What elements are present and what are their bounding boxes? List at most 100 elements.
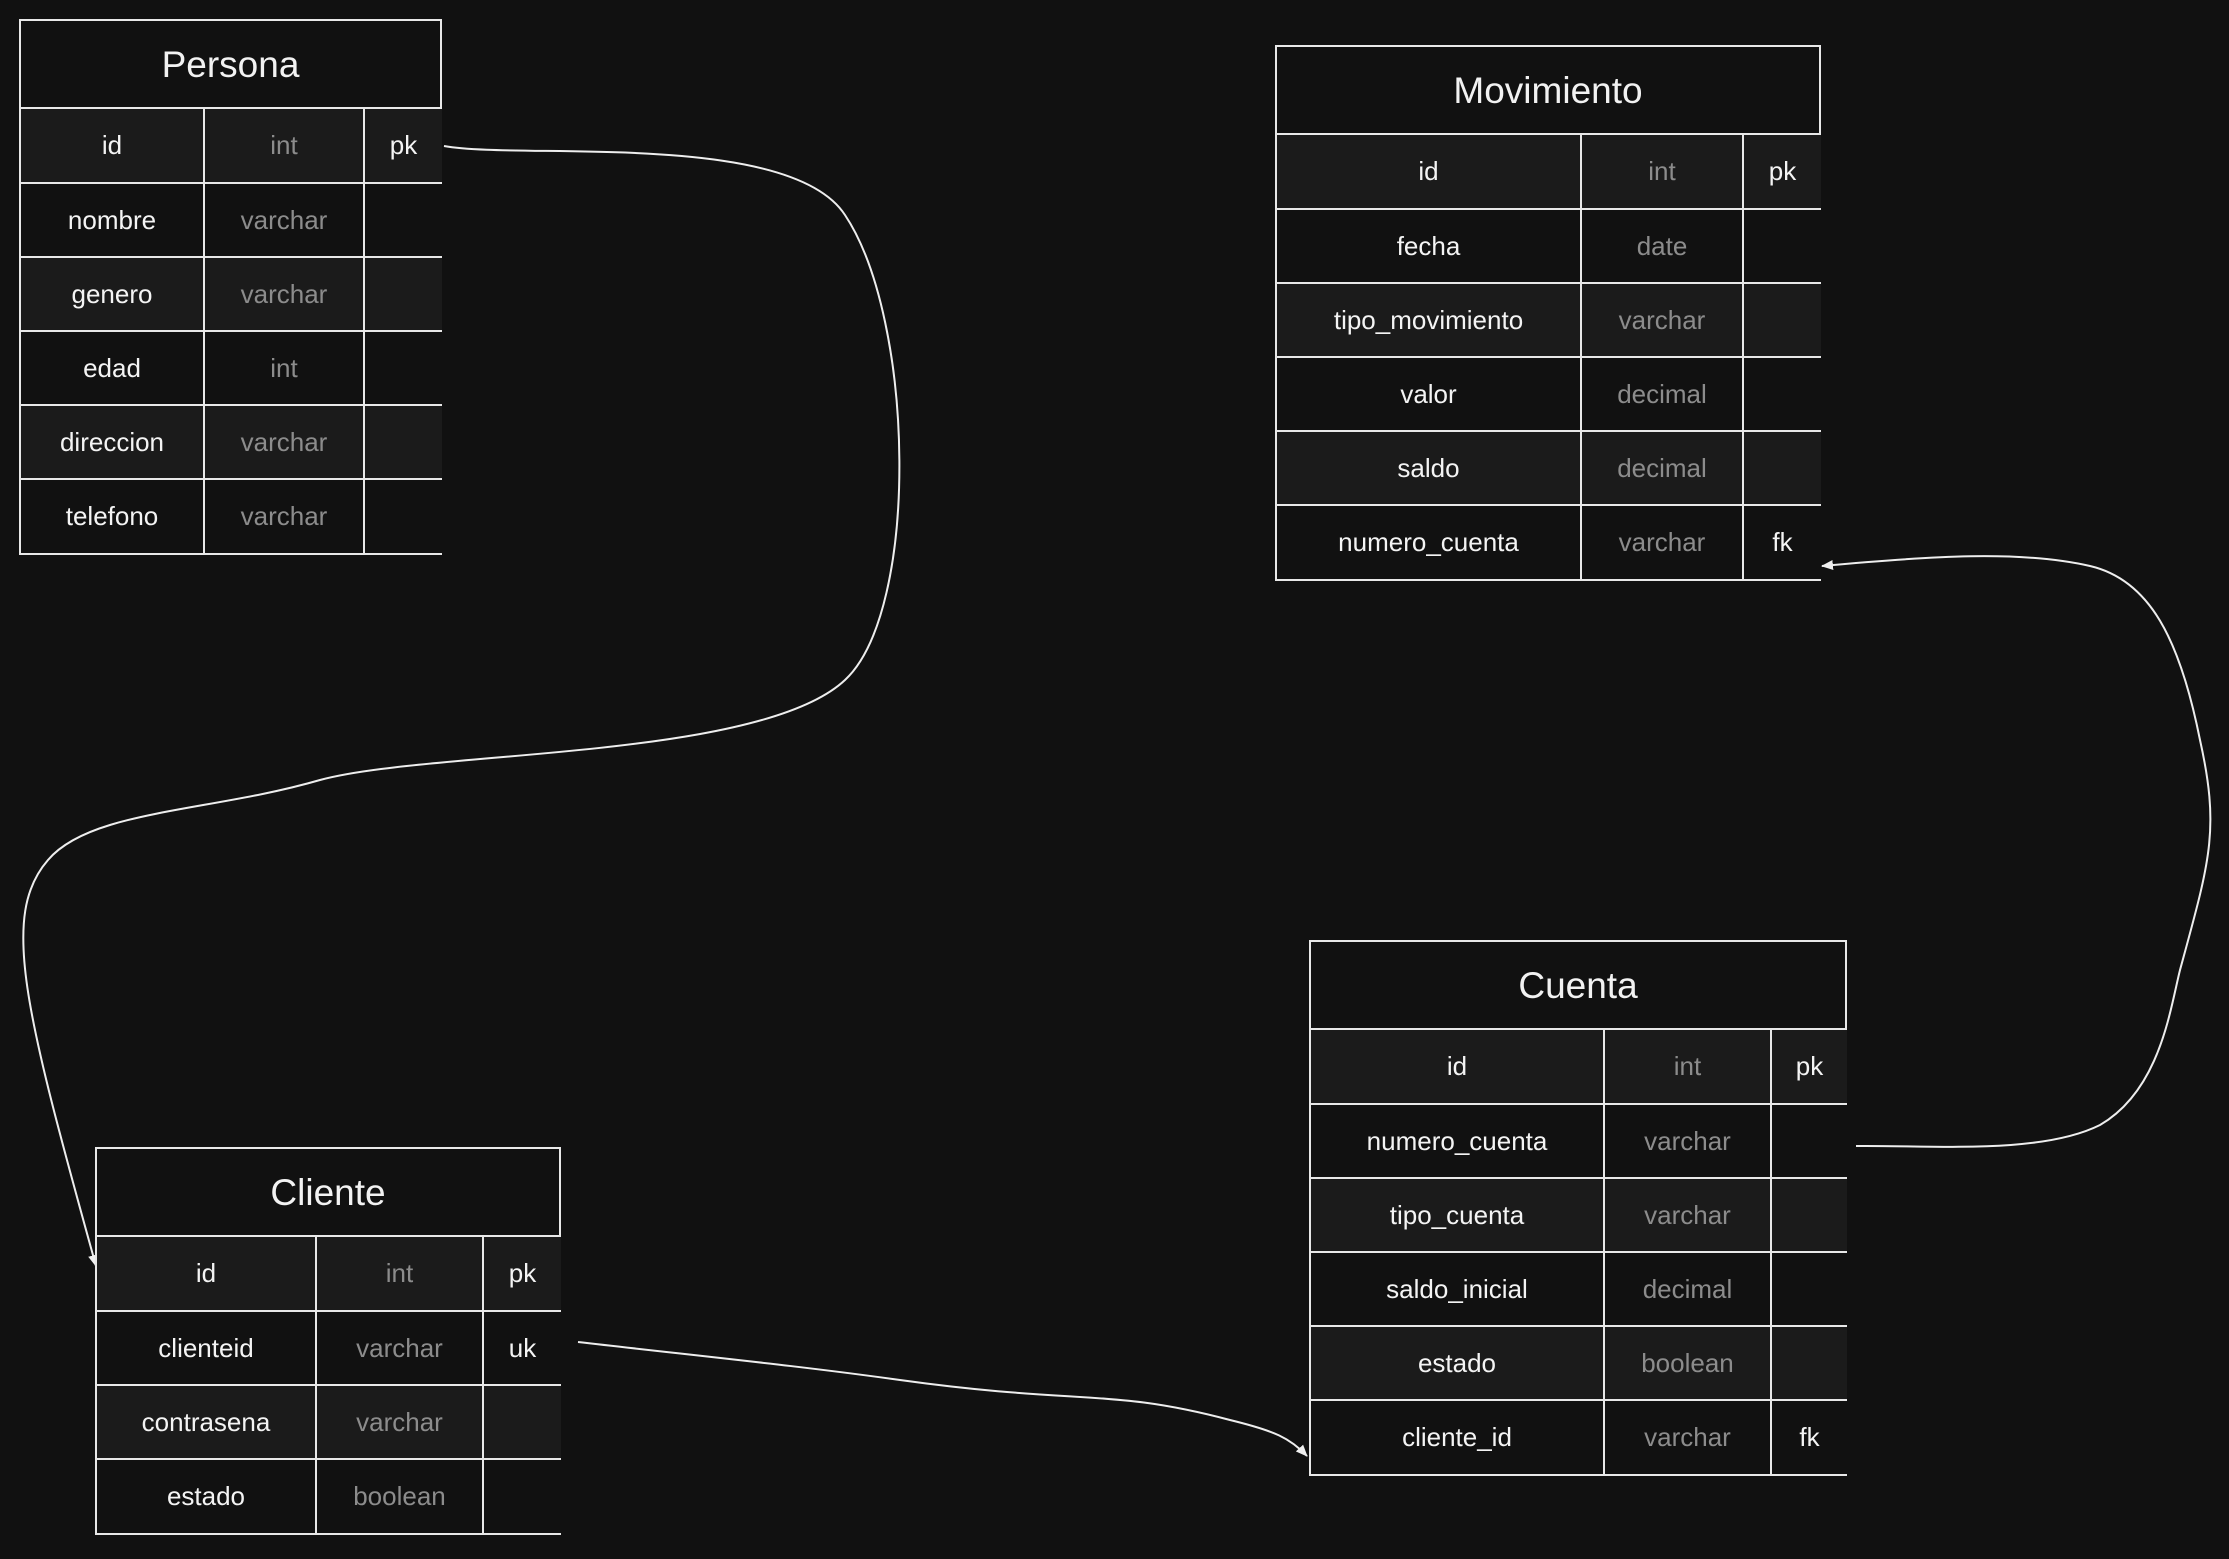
attribute-row: cliente_id varchar fk [1311,1400,1847,1474]
attribute-row: numero_cuenta varchar fk [1277,505,1821,579]
attribute-name: fecha [1277,209,1582,284]
attribute-type: boolean [1604,1326,1772,1401]
attribute-type: decimal [1581,357,1744,432]
attribute-row: saldo_inicial decimal [1311,1252,1847,1327]
attribute-type: varchar [1581,505,1744,579]
attribute-key [1771,1178,1847,1253]
attribute-key [483,1385,561,1460]
attribute-name: id [97,1237,317,1312]
attribute-key [364,479,442,553]
attribute-name: numero_cuenta [1311,1104,1605,1179]
attribute-name: id [1311,1030,1605,1105]
attribute-name: id [1277,135,1582,210]
attribute-row: tipo_cuenta varchar [1311,1178,1847,1253]
attribute-name: genero [21,257,205,332]
attribute-name: saldo [1277,431,1582,506]
attribute-key [364,257,442,332]
attribute-row: telefono varchar [21,479,442,553]
attribute-type: varchar [1604,1178,1772,1253]
attribute-name: numero_cuenta [1277,505,1582,579]
attribute-key: pk [364,109,442,184]
attribute-key [1771,1252,1847,1327]
attribute-row: numero_cuenta varchar [1311,1104,1847,1179]
entity-movimiento[interactable]: Movimiento id int pk fecha date tipo_mov… [1275,45,1821,581]
attribute-type: varchar [1581,283,1744,358]
attribute-row: id int pk [1277,135,1821,210]
entity-title: Cliente [97,1149,559,1237]
attribute-key [1743,283,1821,358]
attribute-name: edad [21,331,205,406]
attribute-type: date [1581,209,1744,284]
attribute-type: int [204,109,365,184]
entity-cliente[interactable]: Cliente id int pk clienteid varchar uk c… [95,1147,561,1535]
attribute-type: int [1604,1030,1772,1105]
attribute-key: fk [1743,505,1821,579]
attribute-table: id int pk nombre varchar genero varchar … [21,109,442,553]
attribute-row: estado boolean [97,1459,561,1533]
attribute-table: id int pk numero_cuenta varchar tipo_cue… [1311,1030,1847,1474]
attribute-name: id [21,109,205,184]
attribute-row: edad int [21,331,442,406]
attribute-table: id int pk clienteid varchar uk contrasen… [97,1237,561,1533]
attribute-row: id int pk [1311,1030,1847,1105]
relationship-cuenta-movimiento [1821,555,2212,1148]
attribute-row: tipo_movimiento varchar [1277,283,1821,358]
entity-persona[interactable]: Persona id int pk nombre varchar genero … [19,19,442,555]
attribute-name: tipo_cuenta [1311,1178,1605,1253]
entity-title: Cuenta [1311,942,1845,1030]
attribute-key: pk [1771,1030,1847,1105]
attribute-type: varchar [1604,1400,1772,1474]
attribute-row: estado boolean [1311,1326,1847,1401]
attribute-type: varchar [316,1385,484,1460]
attribute-key: pk [1743,135,1821,210]
attribute-key: fk [1771,1400,1847,1474]
attribute-key: pk [483,1237,561,1312]
attribute-row: direccion varchar [21,405,442,480]
attribute-type: decimal [1604,1252,1772,1327]
attribute-type: int [1581,135,1744,210]
attribute-type: varchar [204,405,365,480]
attribute-type: varchar [204,257,365,332]
attribute-row: nombre varchar [21,183,442,258]
attribute-row: id int pk [21,109,442,184]
attribute-row: valor decimal [1277,357,1821,432]
attribute-row: clienteid varchar uk [97,1311,561,1386]
attribute-name: direccion [21,405,205,480]
relationship-cliente-cuenta [577,1341,1308,1457]
attribute-key [483,1459,561,1533]
attribute-type: varchar [1604,1104,1772,1179]
entity-title: Persona [21,21,440,109]
attribute-type: varchar [316,1311,484,1386]
attribute-type: int [316,1237,484,1312]
attribute-key [1771,1104,1847,1179]
attribute-type: decimal [1581,431,1744,506]
attribute-row: genero varchar [21,257,442,332]
attribute-key [364,405,442,480]
attribute-row: fecha date [1277,209,1821,284]
attribute-key: uk [483,1311,561,1386]
attribute-row: saldo decimal [1277,431,1821,506]
attribute-type: varchar [204,183,365,258]
entity-title: Movimiento [1277,47,1819,135]
attribute-key [364,183,442,258]
attribute-key [364,331,442,406]
attribute-name: estado [1311,1326,1605,1401]
attribute-key [1743,209,1821,284]
attribute-name: estado [97,1459,317,1533]
attribute-table: id int pk fecha date tipo_movimiento var… [1277,135,1821,579]
attribute-type: boolean [316,1459,484,1533]
attribute-type: varchar [204,479,365,553]
attribute-row: id int pk [97,1237,561,1312]
attribute-key [1743,431,1821,506]
attribute-key [1743,357,1821,432]
attribute-key [1771,1326,1847,1401]
attribute-name: saldo_inicial [1311,1252,1605,1327]
entity-cuenta[interactable]: Cuenta id int pk numero_cuenta varchar t… [1309,940,1847,1476]
attribute-name: cliente_id [1311,1400,1605,1474]
attribute-row: contrasena varchar [97,1385,561,1460]
attribute-type: int [204,331,365,406]
attribute-name: tipo_movimiento [1277,283,1582,358]
attribute-name: contrasena [97,1385,317,1460]
attribute-name: nombre [21,183,205,258]
